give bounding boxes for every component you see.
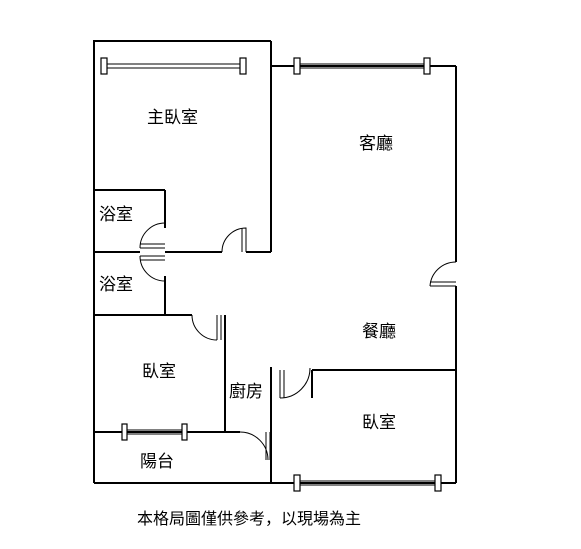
label-bedroom-1: 臥室 xyxy=(142,362,176,382)
label-dining-room: 餐廳 xyxy=(362,322,396,342)
windows xyxy=(100,57,442,492)
label-kitchen: 廚房 xyxy=(229,381,263,402)
label-bedroom-2: 臥室 xyxy=(362,413,396,433)
label-bathroom-1: 浴室 xyxy=(99,205,133,225)
label-balcony: 陽台 xyxy=(140,452,174,472)
label-master-bedroom: 主臥室 xyxy=(147,108,198,128)
door-balcony xyxy=(239,431,269,461)
door-master-bedroom xyxy=(221,227,247,253)
door-kitchen xyxy=(279,367,311,399)
doors xyxy=(139,222,457,461)
door-bedroom-1 xyxy=(191,314,218,341)
label-bathroom-2: 浴室 xyxy=(99,275,133,295)
label-living-room: 客廳 xyxy=(359,134,393,154)
disclaimer-note: 本格局圖僅供參考，以現場為主 xyxy=(137,509,361,528)
walls xyxy=(93,40,457,484)
